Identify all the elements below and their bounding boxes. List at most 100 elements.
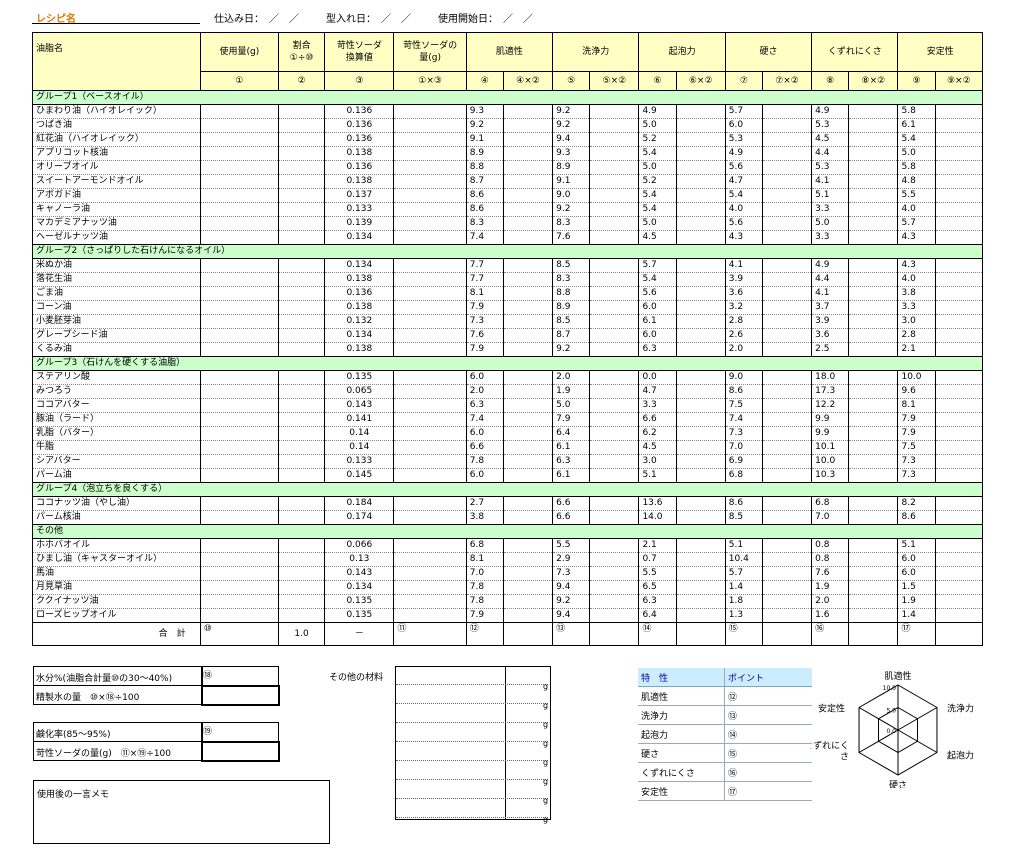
total-p1: ⑫ [465, 622, 504, 646]
calc-cell [761, 510, 813, 525]
prop-value: 4.5 [638, 230, 677, 245]
calc-cell [589, 230, 640, 245]
amount-input[interactable] [199, 286, 280, 301]
calc-cell [589, 510, 640, 525]
other-material-line[interactable] [396, 722, 548, 723]
calc-cell [589, 580, 640, 595]
prop-value: 5.7 [724, 104, 763, 119]
calc-cell [675, 272, 726, 287]
calc-cell [277, 104, 326, 119]
prop-value: 18.0 [811, 370, 850, 385]
calc-cell [675, 594, 726, 609]
amount-input[interactable] [199, 594, 280, 609]
recipe-name-field[interactable] [32, 23, 200, 24]
amount-input[interactable] [199, 174, 280, 189]
calc-cell [934, 594, 984, 609]
prop-value: 6.6 [638, 412, 677, 427]
amount-input[interactable] [199, 552, 280, 567]
prop-value: 7.6 [811, 566, 850, 581]
calc-cell [675, 342, 726, 357]
recipe-name-label: レシピ名 [36, 14, 76, 25]
calc-cell [589, 286, 640, 301]
calc-cell [761, 146, 813, 161]
amount-input[interactable] [199, 216, 280, 231]
prop-value: 10.0 [897, 370, 936, 385]
amount-input[interactable] [199, 118, 280, 133]
calc-cell [502, 538, 554, 553]
amount-input[interactable] [199, 328, 280, 343]
amount-input[interactable] [199, 104, 280, 119]
prop-value: 6.0 [465, 426, 504, 441]
amount-input[interactable] [199, 398, 280, 413]
calc-cell [589, 188, 640, 203]
amount-input[interactable] [199, 188, 280, 203]
calc-cell [393, 160, 467, 175]
amount-input[interactable] [199, 370, 280, 385]
amount-input[interactable] [199, 258, 280, 273]
radar-spoke [858, 707, 899, 731]
other-material-line[interactable] [396, 703, 548, 704]
prop-value: 3.3 [638, 398, 677, 413]
amount-input[interactable] [199, 468, 280, 483]
amount-input[interactable] [199, 412, 280, 427]
amount-input[interactable] [199, 454, 280, 469]
memo-box[interactable] [33, 780, 330, 844]
calc-cell [277, 552, 326, 567]
amount-input[interactable] [199, 314, 280, 329]
water-pct-input[interactable] [201, 666, 279, 686]
other-material-line[interactable] [396, 798, 548, 799]
char-point: ⑰ [724, 781, 812, 801]
sapon-input[interactable] [201, 722, 279, 742]
col-prop-5: くずれにくさ [811, 32, 899, 72]
prop-value: 1.4 [724, 580, 763, 595]
prop-value: 7.8 [465, 594, 504, 609]
prop-value: 6.3 [465, 398, 504, 413]
calc-cell [848, 258, 899, 273]
calc-cell [393, 566, 467, 581]
other-material-line[interactable] [396, 817, 548, 818]
amount-input[interactable] [199, 160, 280, 175]
other-material-line[interactable] [396, 779, 548, 780]
calc-cell [502, 440, 554, 455]
naoh-factor: 0.13 [324, 552, 395, 567]
calc-cell [502, 132, 554, 147]
amount-input[interactable] [199, 384, 280, 399]
prop-value: 9.9 [811, 426, 850, 441]
amount-input[interactable] [199, 230, 280, 245]
amount-input[interactable] [199, 342, 280, 357]
amount-input[interactable] [199, 146, 280, 161]
oil-name: ひまし油（キャスターオイル） [32, 552, 201, 567]
amount-input[interactable] [199, 580, 280, 595]
prop-value: 10.4 [724, 552, 763, 567]
other-material-line[interactable] [396, 741, 548, 742]
amount-input[interactable] [199, 538, 280, 553]
prop-value: 5.4 [638, 272, 677, 287]
amount-input[interactable] [199, 496, 280, 511]
amount-input[interactable] [199, 426, 280, 441]
calc-cell [589, 272, 640, 287]
amount-input[interactable] [199, 440, 280, 455]
calc-cell [393, 440, 467, 455]
calc-cell [934, 552, 984, 567]
amount-input[interactable] [199, 608, 280, 623]
amount-input[interactable] [199, 566, 280, 581]
amount-input[interactable] [199, 272, 280, 287]
amount-input[interactable] [199, 510, 280, 525]
calc-cell [675, 314, 726, 329]
calc-cell [934, 104, 984, 119]
oil-name: 牛脂 [32, 440, 201, 455]
sub-header-3: ①×③ [393, 71, 467, 91]
prop-value: 3.0 [638, 454, 677, 469]
amount-input[interactable] [199, 300, 280, 315]
prop-value: 3.9 [811, 314, 850, 329]
amount-input[interactable] [199, 202, 280, 217]
other-material-line[interactable] [396, 760, 548, 761]
prop-value: 9.2 [552, 118, 591, 133]
other-materials-box[interactable] [395, 666, 551, 820]
other-material-line[interactable] [396, 684, 548, 685]
amount-input[interactable] [199, 132, 280, 147]
